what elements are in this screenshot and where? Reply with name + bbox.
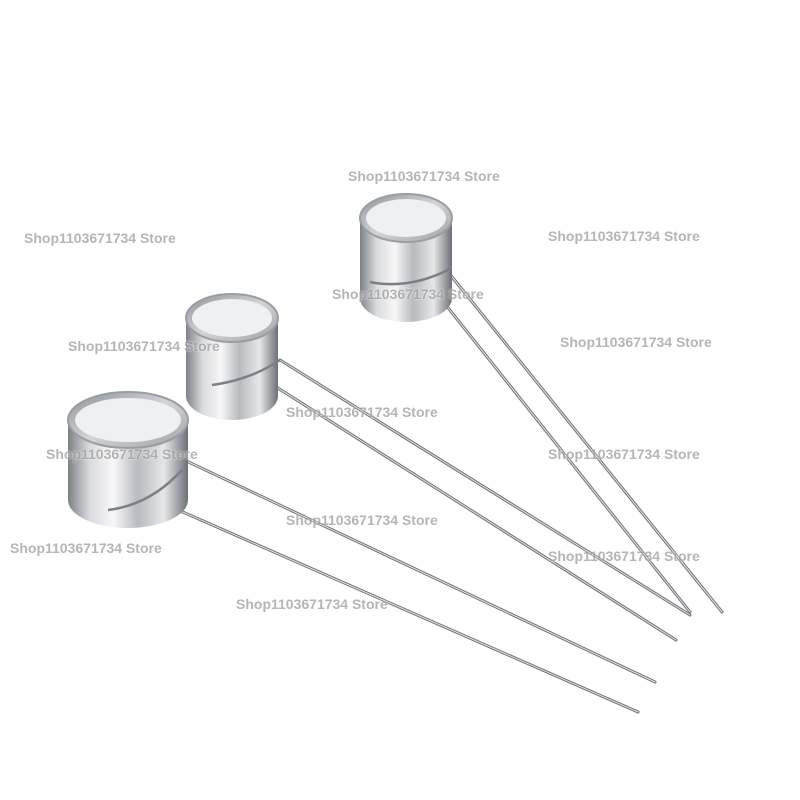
watermark: Shop1103671734 Store — [68, 338, 220, 354]
watermark: Shop1103671734 Store — [348, 168, 500, 184]
skewer-front — [67, 391, 657, 714]
skewer-middle — [185, 293, 692, 642]
watermark: Shop1103671734 Store — [560, 334, 712, 350]
watermark: Shop1103671734 Store — [10, 540, 162, 556]
watermark: Shop1103671734 Store — [24, 230, 176, 246]
watermark: Shop1103671734 Store — [286, 404, 438, 420]
watermark: Shop1103671734 Store — [236, 596, 388, 612]
watermark: Shop1103671734 Store — [548, 548, 700, 564]
watermark: Shop1103671734 Store — [548, 228, 700, 244]
watermark: Shop1103671734 Store — [548, 446, 700, 462]
watermark: Shop1103671734 Store — [332, 286, 484, 302]
skewer-back — [359, 193, 724, 614]
watermark: Shop1103671734 Store — [286, 512, 438, 528]
watermark: Shop1103671734 Store — [46, 446, 198, 462]
